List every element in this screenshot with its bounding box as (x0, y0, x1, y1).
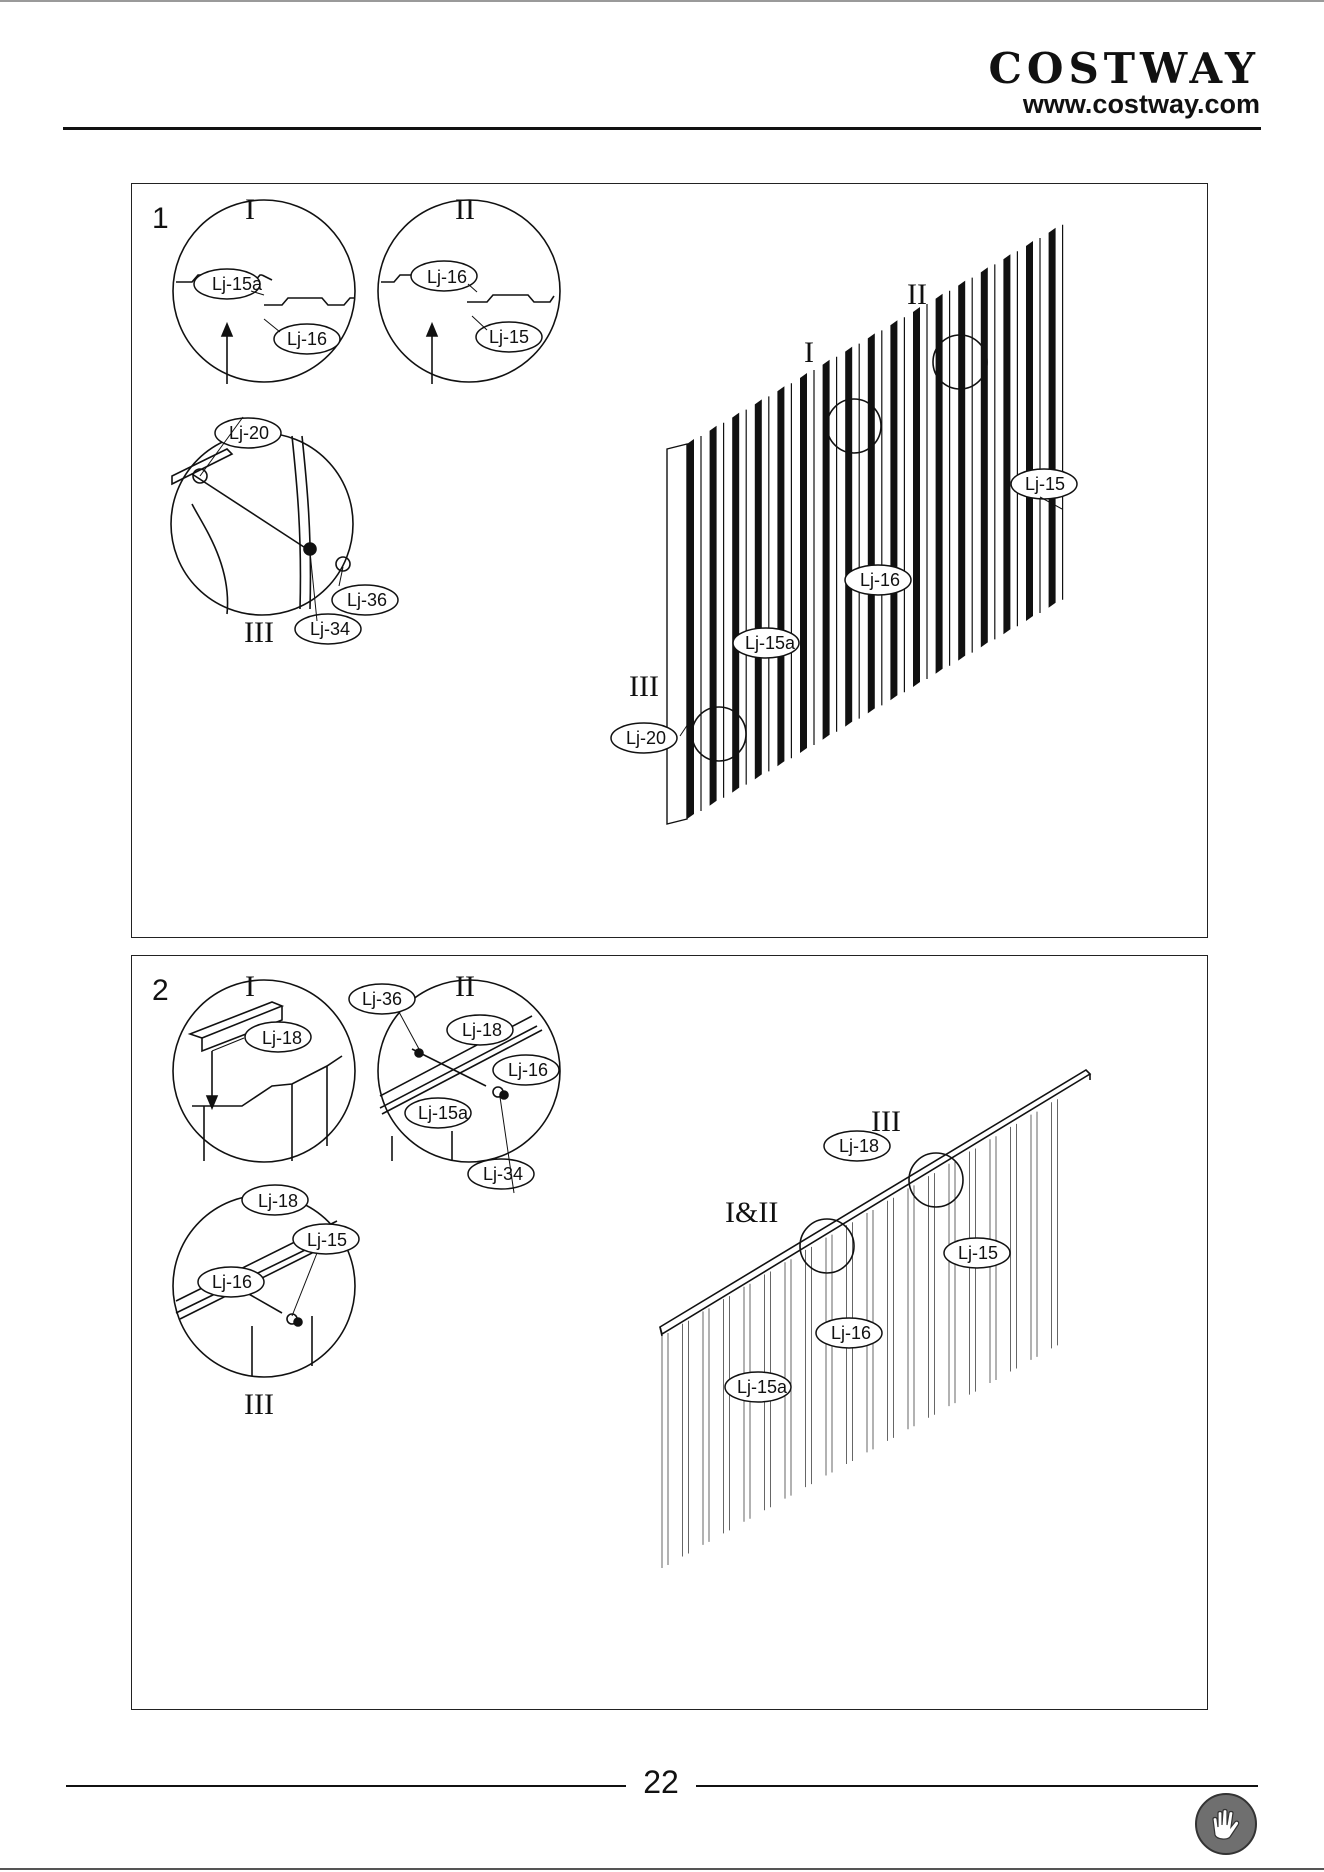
wall-rib (868, 333, 875, 713)
top-border (0, 0, 1324, 2)
detail-numeral-3: III (244, 1388, 274, 1421)
detail-numeral-1: I (245, 970, 255, 1003)
callout-label: Lj-15a (212, 274, 263, 294)
wall-rib (890, 320, 897, 700)
wall-rib (929, 1173, 935, 1418)
marker-numeral-II: II (907, 278, 927, 311)
wall-rib (724, 1296, 730, 1533)
wall-rib (662, 1333, 668, 1568)
callout-label: Lj-36 (347, 590, 387, 610)
callout-label: Lj-36 (362, 989, 402, 1009)
callout-label: Lj-16 (508, 1060, 548, 1080)
marker-numeral-III: III (629, 670, 659, 703)
header-divider (63, 127, 1261, 130)
step-1-panel: 1 (131, 183, 1208, 938)
step-2-panel: 2 (131, 955, 1208, 1710)
detail-numeral-2: II (455, 970, 475, 1003)
callout-label: Lj-16 (287, 329, 327, 349)
callout-label: Lj-20 (229, 423, 269, 443)
callout-label: Lj-15 (1025, 474, 1065, 494)
bottom-border (0, 1868, 1324, 1870)
wall-rib (949, 1161, 955, 1406)
wall-rib (1011, 1124, 1017, 1372)
callout-label: Lj-16 (860, 570, 900, 590)
detail-circle-3 (171, 433, 353, 615)
wall-rib (1026, 241, 1033, 621)
callout-label: Lj-16 (831, 1323, 871, 1343)
wall-rib (755, 399, 762, 779)
callout-label: Lj-15 (489, 327, 529, 347)
callout-label: Lj-15a (418, 1103, 469, 1123)
wall-rib (777, 386, 784, 766)
brand-logo: COSTWAY (988, 46, 1260, 92)
detail-circle-2 (378, 200, 560, 382)
callout-label: Lj-16 (212, 1272, 252, 1292)
callout-label: Lj-34 (310, 619, 350, 639)
wall-rib (732, 413, 739, 793)
callout-label: Lj-15 (307, 1230, 347, 1250)
wall-rib (1049, 228, 1056, 608)
page-number: 22 (626, 1764, 696, 1801)
callout-label: Lj-18 (462, 1020, 502, 1040)
wall-rib (888, 1198, 894, 1441)
wall-rib (981, 267, 988, 647)
detail-numeral-2: II (455, 193, 475, 226)
callout-label: Lj-18 (262, 1028, 302, 1048)
wall-rib (687, 439, 694, 819)
wall-rib (913, 307, 920, 687)
step-1-illustration: I II III I II III Lj-15a Lj-16 Lj-16 Lj-… (132, 184, 1209, 939)
footer-rule-right (696, 1785, 1258, 1787)
detail-numeral-3: III (244, 616, 274, 649)
wall-rib (806, 1247, 812, 1487)
wall-rib (744, 1284, 750, 1522)
wall-rib (958, 281, 965, 661)
marker-numeral-I-II: I&II (725, 1196, 778, 1229)
step-2-illustration: I II III III I&II Lj-18 Lj-36 Lj-18 Lj-1… (132, 956, 1209, 1711)
wall-rib (826, 1235, 832, 1476)
footer-rule-left (66, 1785, 626, 1787)
wall-rib (1003, 254, 1010, 634)
callout-label: Lj-20 (626, 728, 666, 748)
wall-rib (710, 426, 717, 806)
marker-numeral-I: I (804, 336, 814, 369)
glove-icon (1195, 1793, 1257, 1855)
detail-numeral-1: I (245, 193, 255, 226)
wall-rib (845, 347, 852, 727)
wall-rib (908, 1185, 914, 1429)
wall-rib (703, 1308, 709, 1544)
callout-label: Lj-15a (737, 1377, 788, 1397)
wall-rib (1031, 1112, 1037, 1360)
wall-rib (800, 373, 807, 753)
brand-block: COSTWAY www.costway.com (988, 46, 1260, 118)
wall-rib (970, 1149, 976, 1395)
wall-rib (683, 1321, 689, 1557)
callout-label: Lj-16 (427, 267, 467, 287)
callout-label: Lj-15a (745, 633, 796, 653)
wall-rib (936, 294, 943, 674)
step-1-wall-panels (687, 225, 1063, 819)
brand-url: www.costway.com (988, 90, 1260, 118)
callout-label: Lj-15 (958, 1243, 998, 1263)
wall-rib (1052, 1099, 1058, 1348)
callout-label: Lj-18 (839, 1136, 879, 1156)
callout-label: Lj-18 (258, 1191, 298, 1211)
callout-label: Lj-34 (483, 1164, 523, 1184)
